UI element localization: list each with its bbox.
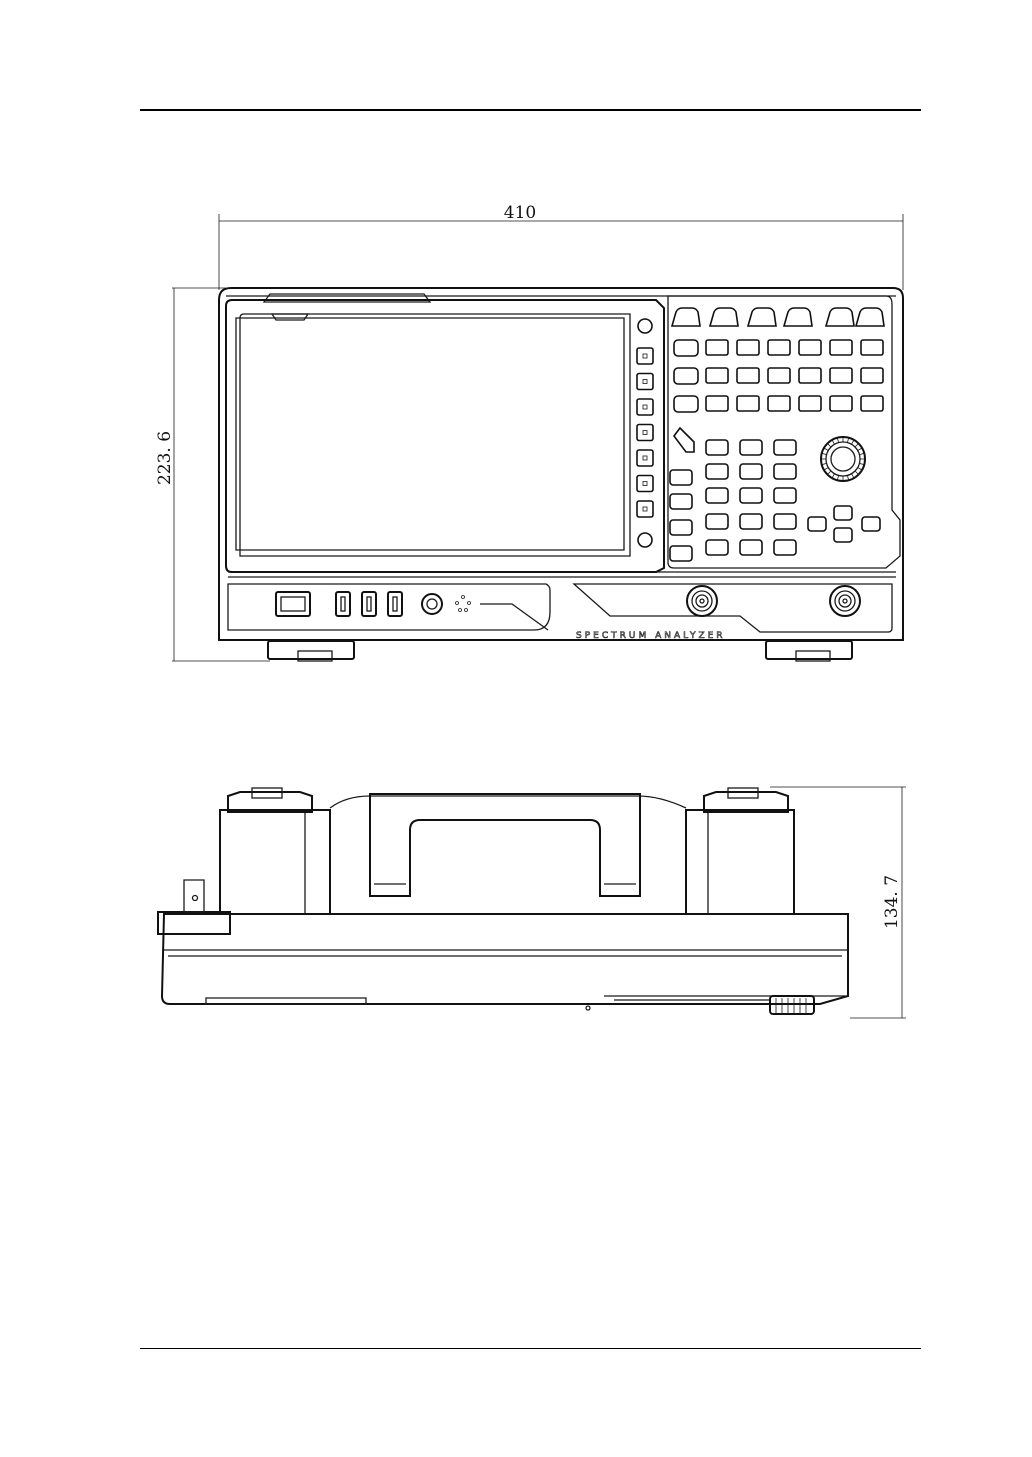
keypad-key xyxy=(861,340,883,355)
softkey xyxy=(637,374,653,390)
menu-key xyxy=(674,368,698,384)
numeric-key xyxy=(740,514,762,529)
softkey xyxy=(637,399,653,415)
keypad-key xyxy=(799,340,821,355)
numeric-key xyxy=(774,488,796,503)
numeric-key xyxy=(740,488,762,503)
menu-key xyxy=(674,396,698,412)
side-key xyxy=(670,494,692,509)
width-dimension-label: 410 xyxy=(504,203,536,223)
side-key xyxy=(670,470,692,485)
keypad-key xyxy=(799,396,821,411)
keypad-key xyxy=(830,396,852,411)
numeric-key xyxy=(740,540,762,555)
height-dimension-label: 223. 6 xyxy=(155,431,175,485)
side-body-outline xyxy=(162,914,848,1004)
diagonal-key xyxy=(674,428,694,452)
rotary-knob xyxy=(821,437,865,481)
numeric-key xyxy=(774,540,796,555)
front-logo-text: SPECTRUM ANALYZER xyxy=(576,631,726,641)
keypad-key xyxy=(706,340,728,355)
keypad-key xyxy=(737,368,759,383)
function-key xyxy=(672,308,700,326)
knob-tick xyxy=(858,448,862,451)
side-view: 134. 7 xyxy=(158,787,906,1018)
rf-input-connector xyxy=(687,586,717,616)
knob-tick xyxy=(827,443,831,447)
keypad-key xyxy=(830,340,852,355)
numeric-key xyxy=(706,440,728,455)
keypad xyxy=(670,308,884,561)
knob-tick xyxy=(858,468,862,471)
keypad-key xyxy=(706,368,728,383)
knob-tick xyxy=(827,471,831,475)
numeric-key xyxy=(740,440,762,455)
front-feet xyxy=(268,641,852,661)
side-key xyxy=(670,546,692,561)
speaker-grille xyxy=(456,596,471,612)
numeric-key xyxy=(774,440,796,455)
knob-tick xyxy=(855,443,859,447)
numeric-key xyxy=(740,464,762,479)
function-key xyxy=(784,308,812,326)
numeric-key xyxy=(706,540,728,555)
function-key xyxy=(710,308,738,326)
function-key xyxy=(856,308,884,326)
front-view: 410 223. 6 xyxy=(155,203,903,661)
keypad-key xyxy=(737,396,759,411)
knob-tick xyxy=(832,440,835,444)
numeric-key xyxy=(774,464,796,479)
rear-housing xyxy=(220,810,330,914)
softkey xyxy=(637,348,653,364)
knob-tick xyxy=(852,440,855,444)
numeric-key xyxy=(706,488,728,503)
softkey xyxy=(637,450,653,466)
knob-tick xyxy=(852,474,855,478)
headphone-jack xyxy=(422,594,442,614)
knob-tick xyxy=(832,474,835,478)
menu-key xyxy=(674,340,698,356)
front-bezel-profile xyxy=(158,912,230,934)
knob-tick xyxy=(824,468,828,471)
keypad-key xyxy=(768,368,790,383)
arrow-keys xyxy=(808,506,880,542)
keypad-key xyxy=(706,396,728,411)
numeric-key xyxy=(706,514,728,529)
keypad-key xyxy=(768,396,790,411)
softkey-column xyxy=(637,319,653,547)
knob-tick xyxy=(824,448,828,451)
keypad-key xyxy=(768,340,790,355)
screen-bezel xyxy=(226,300,664,572)
depth-dimension: 134. 7 xyxy=(770,787,906,1018)
rear-feet xyxy=(228,788,788,812)
usb-ports xyxy=(336,592,402,616)
keypad-key xyxy=(861,368,883,383)
numeric-key xyxy=(706,464,728,479)
numeric-key xyxy=(774,514,796,529)
function-key xyxy=(748,308,776,326)
softkey xyxy=(637,501,653,517)
function-key xyxy=(826,308,854,326)
height-dimension: 223. 6 xyxy=(155,288,270,661)
keypad-key xyxy=(799,368,821,383)
tracking-generator-connector xyxy=(830,586,860,616)
softkey xyxy=(637,476,653,492)
power-button xyxy=(276,592,310,616)
knob-tick xyxy=(855,471,859,475)
side-key xyxy=(670,520,692,535)
keypad-key xyxy=(861,396,883,411)
display-screen xyxy=(236,318,624,550)
width-dimension: 410 xyxy=(219,203,903,290)
depth-dimension-label: 134. 7 xyxy=(882,875,902,929)
keypad-key xyxy=(737,340,759,355)
keypad-key xyxy=(830,368,852,383)
softkey xyxy=(637,425,653,441)
carry-handle xyxy=(370,794,640,896)
